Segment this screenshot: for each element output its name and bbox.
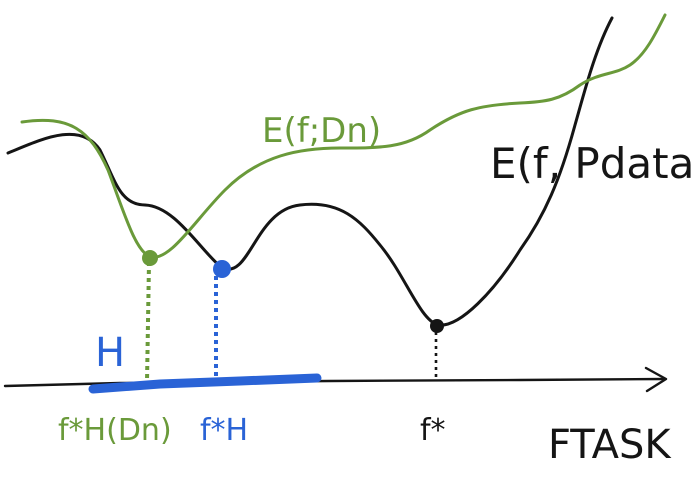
empirical-risk-minimizer-point [142, 250, 158, 266]
hypothesis-space-segment [88, 373, 322, 394]
true-risk-label: E(f, Pdata) [490, 139, 694, 188]
hypothesis-optimum-point [213, 260, 231, 278]
empirical-risk-label: E(f;Dn) [262, 111, 381, 151]
function-space-axis [3, 377, 666, 388]
fH-Dn-label: f*H(Dn) [58, 413, 172, 448]
true-risk-curve [6, 16, 614, 327]
fH-label: f*H [200, 413, 248, 448]
axis-arrowhead [644, 366, 668, 393]
global-optimum-point [430, 319, 444, 333]
f-task-label: FTASK [548, 422, 672, 468]
green-projection-line [145, 261, 151, 383]
f-star-label: f* [420, 413, 446, 448]
hypothesis-space-label: H [95, 330, 125, 376]
empirical-risk-curve [20, 13, 667, 259]
